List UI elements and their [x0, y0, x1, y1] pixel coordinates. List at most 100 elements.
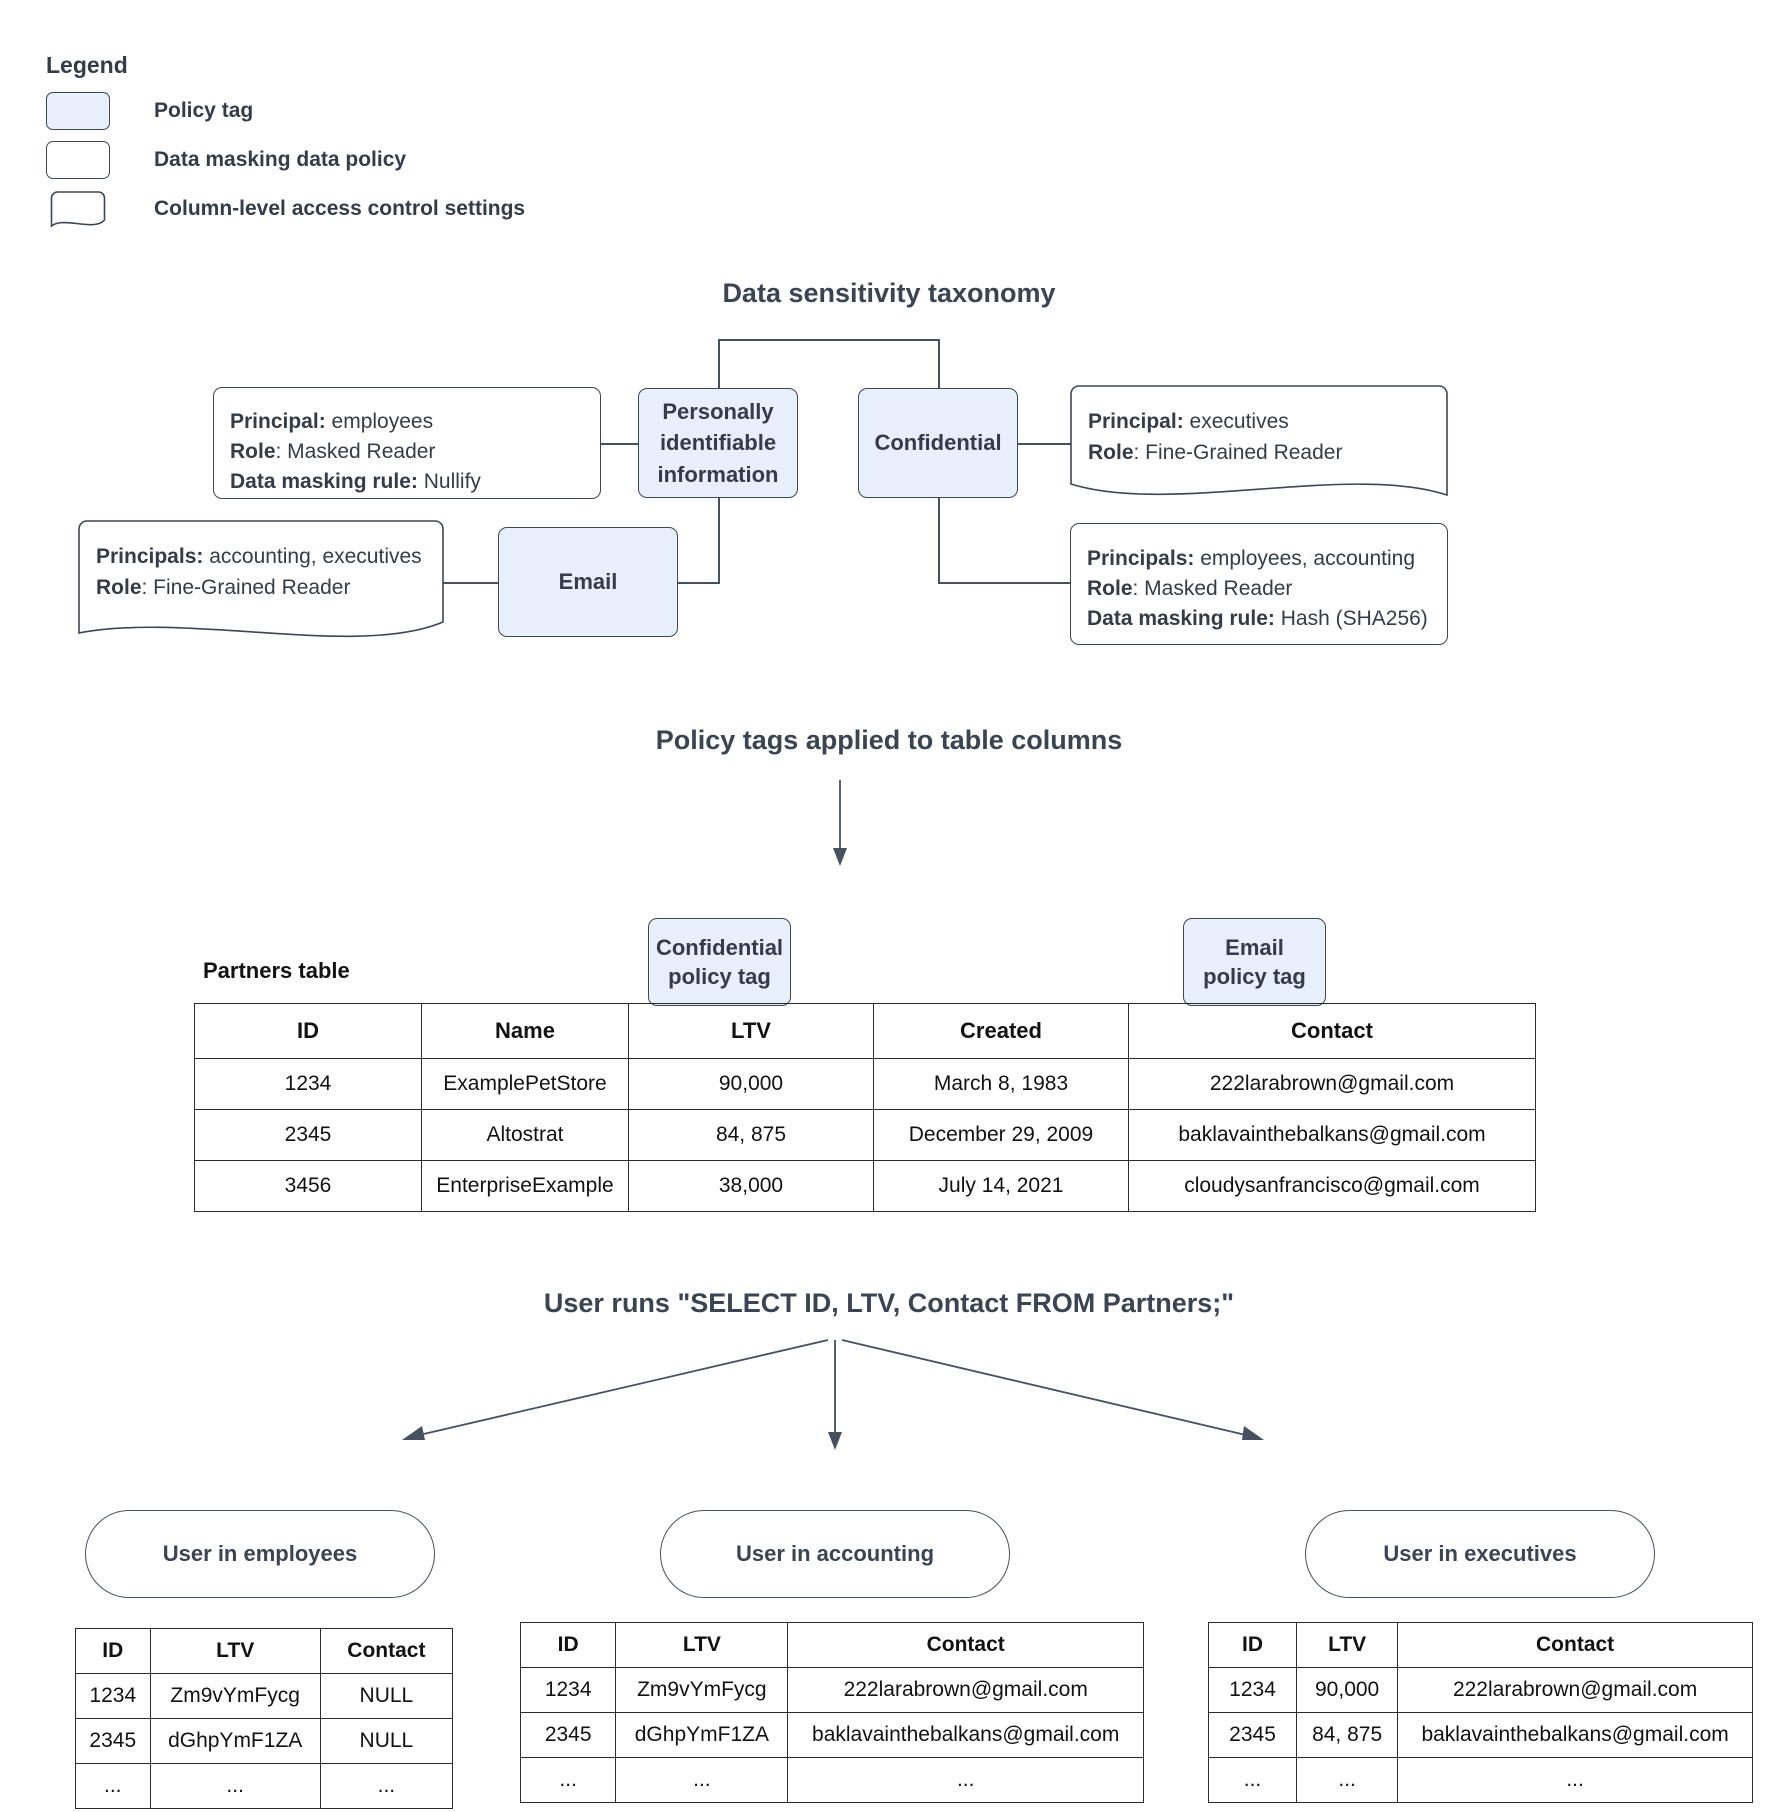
column-level-access-swatch-icon — [46, 190, 110, 228]
email-role-value: : Fine-Grained Reader — [141, 575, 351, 599]
column-header: ID — [519, 1622, 617, 1668]
email-tag-line1: Email — [1225, 934, 1284, 960]
table-cell: EnterpriseExample — [421, 1160, 629, 1212]
table-cell: Zm9vYmFycg — [149, 1673, 321, 1719]
column-header: Contact — [1397, 1622, 1753, 1668]
policy-tags-section-title: Policy tags applied to table columns — [655, 725, 1123, 755]
email-tag-line2: policy tag — [1203, 964, 1306, 989]
table-cell: NULL — [319, 1673, 454, 1719]
confmask-role-line: Role: Masked Reader — [1087, 574, 1428, 604]
confidential-tag-line1: Confidential — [655, 934, 784, 960]
column-header: LTV — [628, 1003, 874, 1059]
email-policy-tag-badge[interactable]: Email policy tag — [1183, 918, 1326, 1006]
table-cell: 2345 — [75, 1718, 151, 1764]
arrow-to-partners-table — [820, 780, 860, 870]
table-cell: 2345 — [519, 1712, 617, 1758]
confmask-principals-value: employees, accounting — [1194, 547, 1416, 570]
email-role-label: Role — [96, 575, 142, 599]
pii-principal-label: Principal: — [230, 410, 326, 433]
table-cell: 90,000 — [628, 1058, 874, 1110]
confidential-policy-tag-badge[interactable]: Confidential policy tag — [648, 918, 791, 1006]
column-header: Created — [873, 1003, 1129, 1059]
conf-principal-label: Principal: — [1088, 410, 1184, 433]
policy-tag-pii[interactable]: Personally identifiable information — [638, 388, 798, 498]
column-header: ID — [1207, 1622, 1298, 1668]
pii-rule-line: Data masking rule: Nullify — [230, 467, 481, 497]
table-cell: 222larabrown@gmail.com — [787, 1667, 1144, 1713]
table-cell: ... — [1207, 1757, 1298, 1803]
conf-role-line: Role: Fine-Grained Reader — [1088, 438, 1430, 469]
legend-title: Legend — [46, 52, 128, 78]
table-cell: ... — [1296, 1757, 1399, 1803]
table-cell: Altostrat — [421, 1109, 629, 1161]
table-cell: ... — [1397, 1757, 1753, 1803]
conf-role-value: : Fine-Grained Reader — [1133, 440, 1343, 464]
data-masking-policy-pii: Principal: employees Role: Masked Reader… — [213, 387, 601, 499]
pii-role-line: Role: Masked Reader — [230, 437, 481, 467]
legend-item-label: Column-level access control settings — [154, 197, 526, 220]
policy-tag-confidential-label: Confidential — [874, 430, 1002, 456]
policy-tag-email-label: Email — [558, 569, 618, 595]
table-cell: 222larabrown@gmail.com — [1128, 1058, 1536, 1110]
legend-item-data-masking-policy: Data masking data policy — [46, 138, 525, 182]
table-cell: ... — [75, 1763, 151, 1809]
table-cell: 38,000 — [628, 1160, 874, 1212]
table-cell: 84, 875 — [628, 1109, 874, 1161]
confidential-tag-line2: policy tag — [668, 964, 771, 989]
table-cell: ... — [615, 1757, 789, 1803]
confmask-role-value: : Masked Reader — [1132, 576, 1293, 600]
column-access-control-confidential: Principal: executives Role: Fine-Grained… — [1070, 385, 1448, 510]
data-masking-policy-confidential: Principals: employees, accounting Role: … — [1070, 523, 1448, 645]
table-cell: 2345 — [1207, 1712, 1298, 1758]
policy-tag-email[interactable]: Email — [498, 527, 678, 637]
column-header: Contact — [319, 1628, 454, 1674]
table-cell: cloudysanfrancisco@gmail.com — [1128, 1160, 1536, 1212]
policy-tag-confidential[interactable]: Confidential — [858, 388, 1018, 498]
confmask-role-label: Role — [1087, 576, 1133, 600]
table-cell: March 8, 1983 — [873, 1058, 1129, 1110]
branch-arrows — [380, 1339, 1400, 1460]
pii-role-label: Role — [230, 439, 276, 463]
table-cell: 222larabrown@gmail.com — [1397, 1667, 1753, 1713]
column-access-control-email: Principals: accounting, executives Role:… — [78, 520, 444, 645]
table-cell: 84, 875 — [1296, 1712, 1399, 1758]
legend-item-policy-tag: Policy tag — [46, 89, 525, 133]
query-section-title: User runs "SELECT ID, LTV, Contact FROM … — [543, 1288, 1235, 1318]
pii-role-value: : Masked Reader — [275, 439, 436, 463]
table-cell: 90,000 — [1296, 1667, 1399, 1713]
conf-principal-value: executives — [1183, 410, 1289, 433]
taxonomy-section-title: Data sensitivity taxonomy — [722, 278, 1056, 308]
email-principals-line: Principals: accounting, executives — [96, 542, 426, 573]
conf-principal-line: Principal: executives — [1088, 407, 1430, 438]
table-cell: baklavainthebalkans@gmail.com — [1128, 1109, 1536, 1161]
column-header: LTV — [1296, 1622, 1399, 1668]
table-cell: ExamplePetStore — [421, 1058, 629, 1110]
table-cell: NULL — [319, 1718, 454, 1764]
table-cell: ... — [149, 1763, 321, 1809]
table-cell: 1234 — [194, 1058, 422, 1110]
conf-role-label: Role — [1088, 440, 1134, 464]
table-cell: ... — [319, 1763, 454, 1809]
table-cell: 3456 — [194, 1160, 422, 1212]
table-cell: December 29, 2009 — [873, 1109, 1129, 1161]
persona-employees: User in employees — [85, 1510, 435, 1598]
table-cell: dGhpYmF1ZA — [615, 1712, 789, 1758]
email-principals-value: accounting, executives — [203, 545, 422, 568]
table-cell: 1234 — [75, 1673, 151, 1719]
table-cell: baklavainthebalkans@gmail.com — [1397, 1712, 1753, 1758]
legend: Legend Policy tag Data masking data poli… — [46, 52, 525, 236]
column-header: LTV — [149, 1628, 321, 1674]
table-row: ......... — [1207, 1757, 1753, 1803]
table-cell: ... — [787, 1757, 1144, 1803]
